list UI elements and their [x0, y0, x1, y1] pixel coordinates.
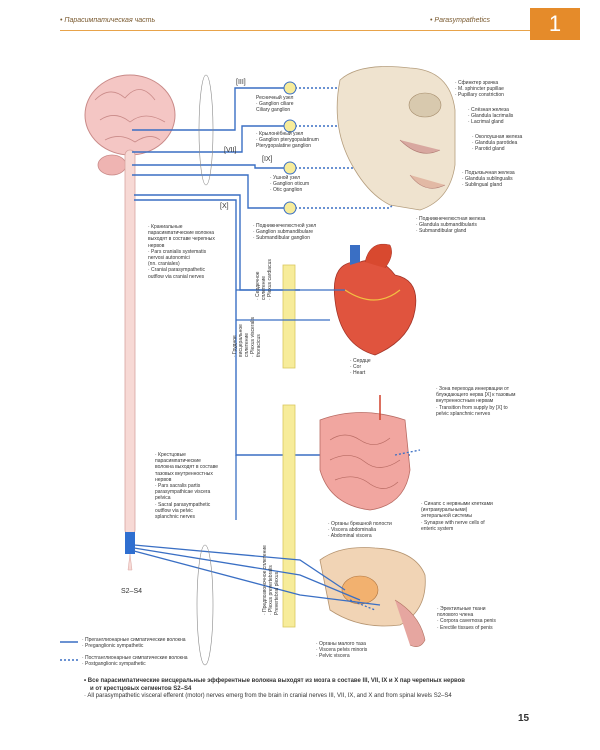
label-pupil-sphincter: · Сфинктер зрачка· M. sphincter pupillae… [455, 80, 504, 99]
pelvis-illustration [319, 547, 426, 647]
nerve-label-iii: [III] [236, 79, 246, 86]
head-illustration [336, 66, 456, 211]
chapter-number-badge: 1 [530, 8, 580, 40]
page-number: 15 [518, 713, 530, 724]
footer-en-line: · All parasympathetic visceral efferent … [84, 693, 452, 700]
sacral-outflow-bracket [196, 544, 214, 666]
label-parotid-gland: · Околоушная железа· Glandula parotidea·… [472, 134, 523, 153]
sacral-level-label: S2–S4 [121, 588, 143, 595]
footer-ru-line-1: • Все парасимпатические висцеральные эфф… [84, 678, 465, 684]
visceral-post-lines [349, 449, 421, 611]
nerve-label-x: [X] [220, 203, 229, 210]
label-pelvic-viscera: · Органы малого таза· Viscera pelvis min… [316, 641, 368, 660]
label-enteric-synapse: · Синапс с нервными клетками(интрамураль… [421, 501, 493, 532]
label-sublingual-gland: · Подъязычная железа· Glandula sublingua… [462, 170, 515, 189]
prevertebral-plexus-bar [282, 404, 296, 628]
ganglia [283, 81, 297, 215]
nerve-label-vii: [VII] [224, 147, 237, 154]
header-section-right: • Parasympathetics [430, 17, 491, 24]
spinal-cord [124, 149, 136, 571]
thoracic-plexus-bar [282, 264, 296, 369]
header-section-left: • Парасимпатическая часть [60, 17, 156, 24]
label-submandibular-ganglion: · Поднижнечелюстной узел· Ganglion subma… [253, 223, 317, 242]
label-abdominal-viscera: · Органы брюшной полости· Viscera abdomi… [328, 521, 392, 540]
heart-illustration [333, 243, 417, 356]
intestines-illustration [319, 395, 411, 511]
label-prevertebral-plexus: · Предпозвоночное сплетение· Plexus prev… [262, 545, 280, 615]
footer-summary: • Все парасимпатические висцеральные эфф… [84, 678, 465, 701]
label-heart: · Сердце· Cor· Heart [350, 358, 371, 377]
label-otic-ganglion: · Ушной узел· Ganglion oticum· Otic gang… [270, 175, 310, 194]
legend-preganglionic: · Преганглионарные симпатические волокна… [82, 637, 186, 650]
label-pterygopalatine-ganglion: · Крылонёбный узел· Ganglion pterygopala… [256, 131, 319, 150]
legend-postganglionic: · Постганглионарные симпатические волокн… [82, 655, 188, 668]
label-lacrimal-gland: · Слёзная железа· Glandula lacrimalis· L… [468, 107, 514, 126]
nerve-label-ix: [IX] [262, 156, 273, 163]
label-submandibular-gland: · Поднижнечелюстная железа· Glandula sub… [416, 216, 486, 235]
cranial-outflow-bracket [198, 74, 214, 186]
footer-ru-line-2: и от крестцовых сегментов S2–S4 [90, 685, 192, 692]
visceral-lines [133, 289, 381, 606]
header-rule [60, 30, 538, 31]
